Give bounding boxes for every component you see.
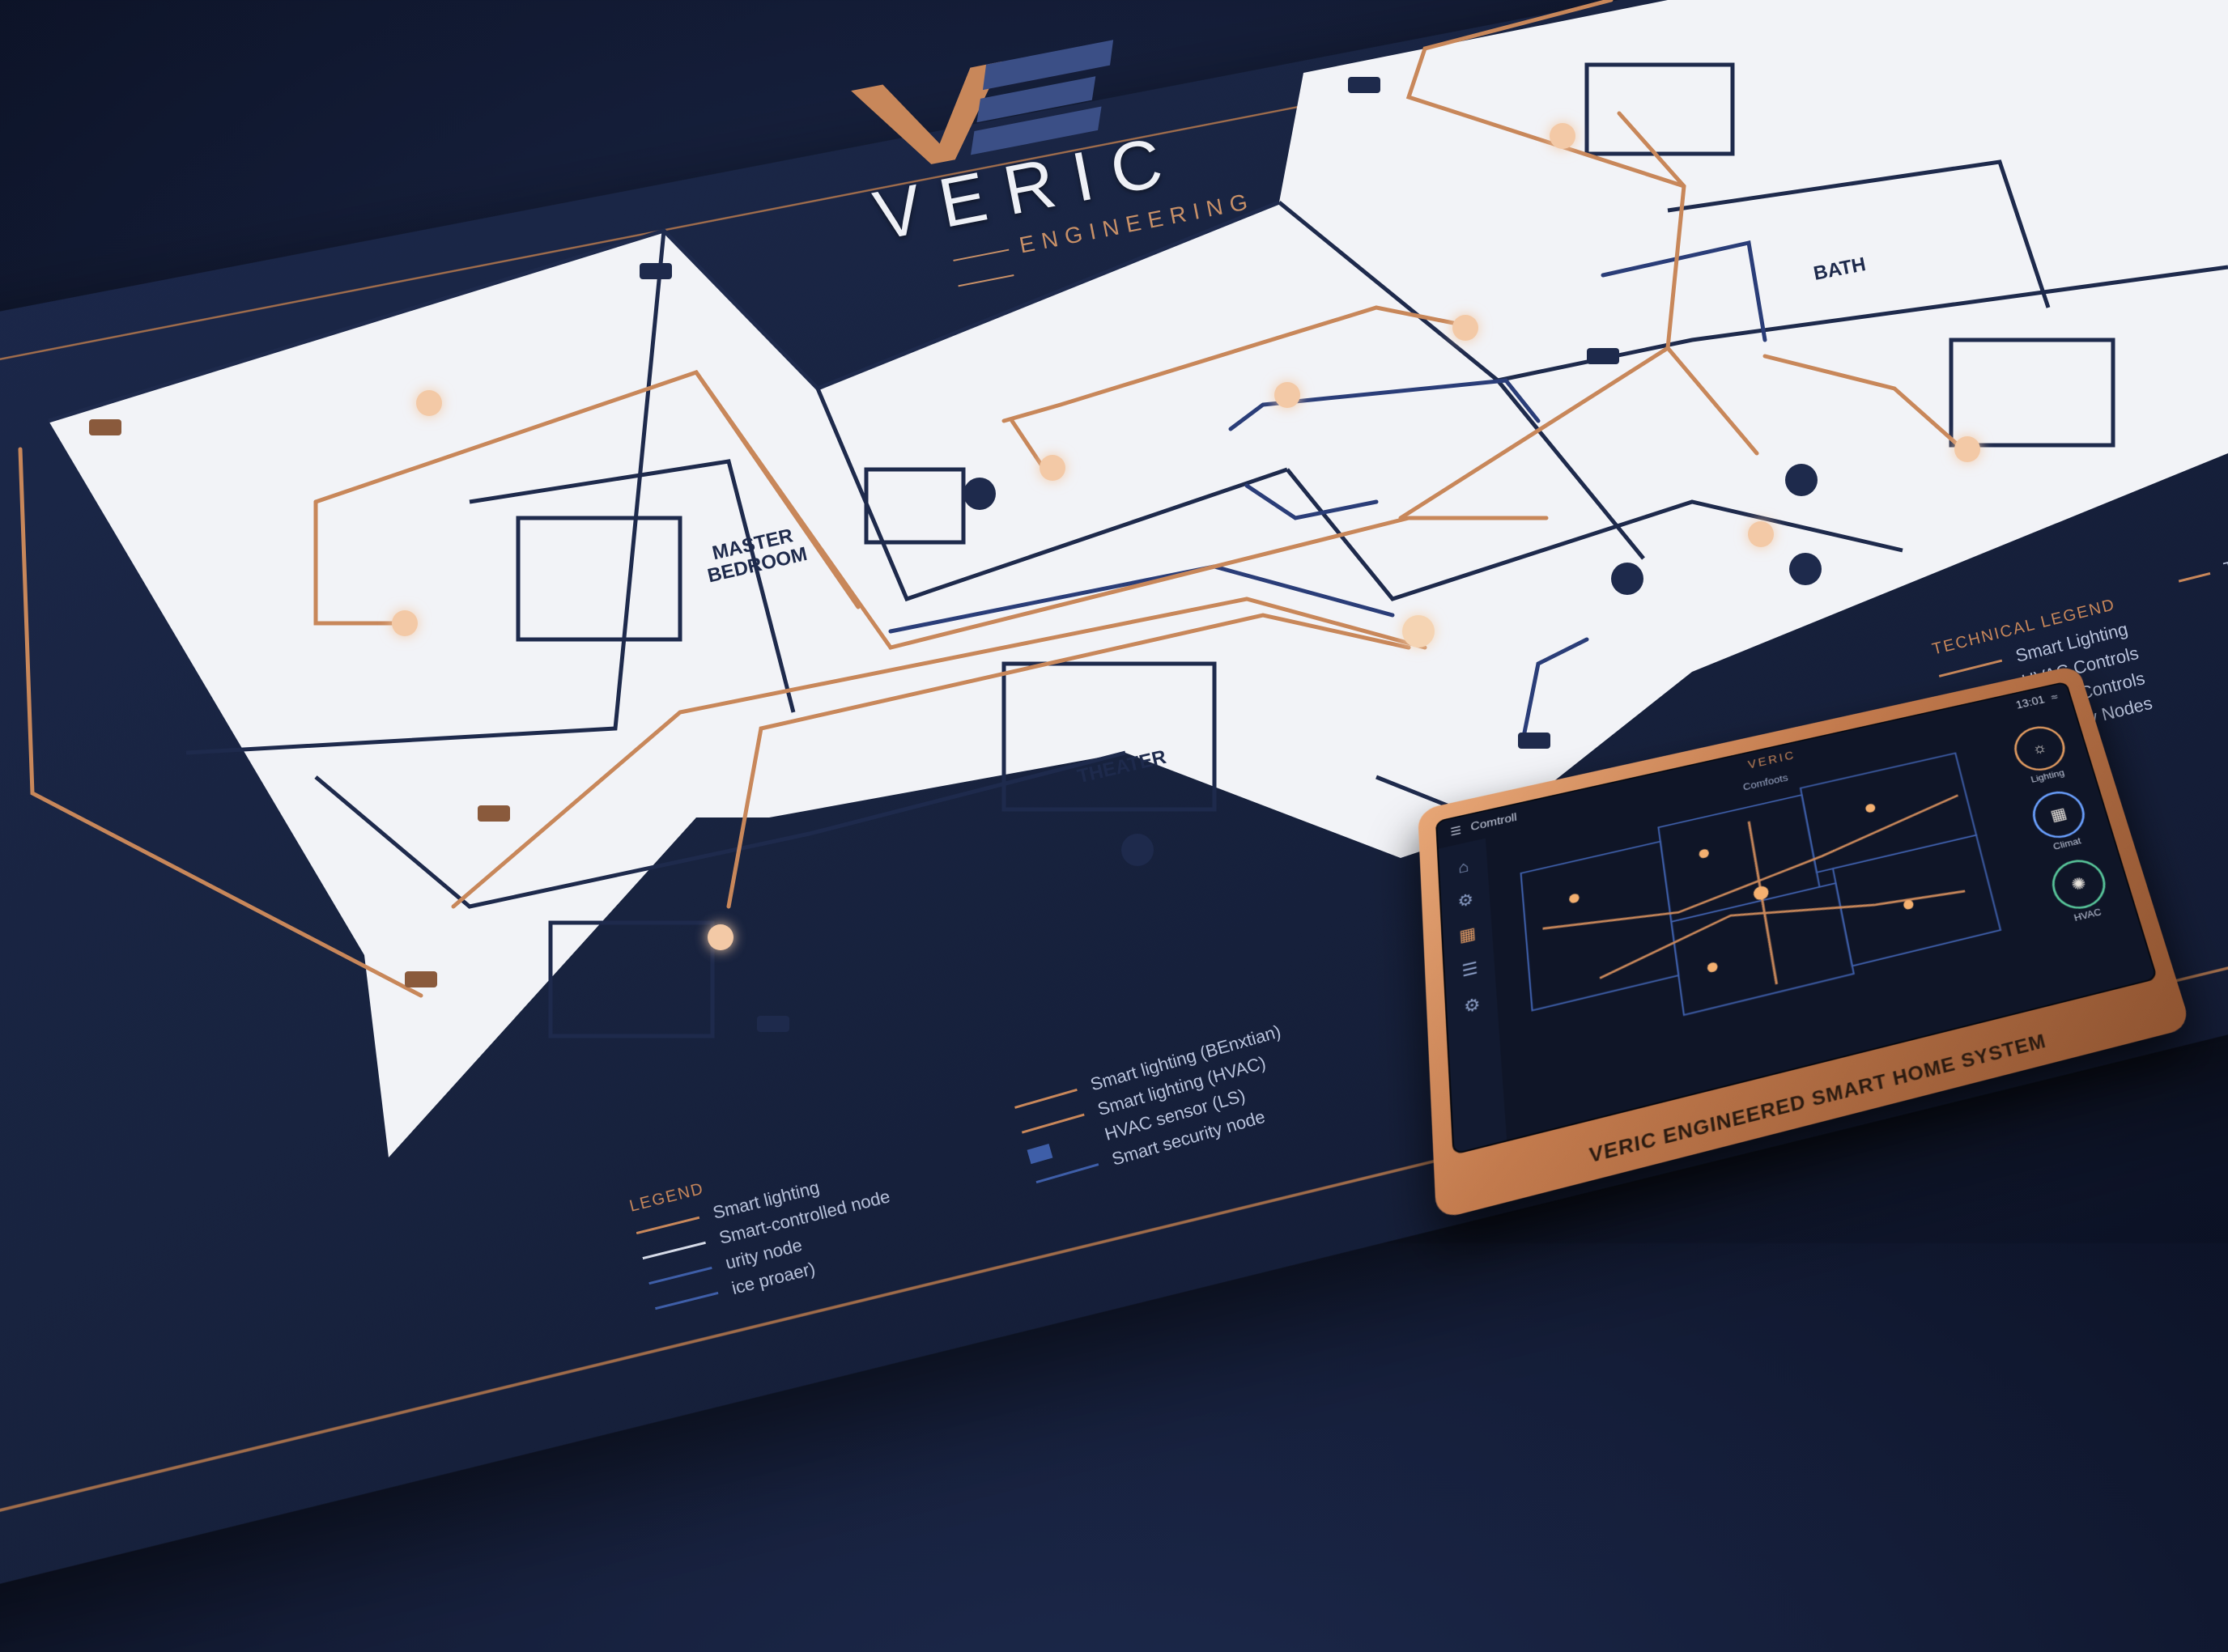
- security-nodes: [89, 77, 1619, 1032]
- camera-icon: [1027, 1144, 1053, 1165]
- hvac-node-icon: [1611, 563, 1643, 595]
- camera-icon: [89, 419, 121, 435]
- gear-icon[interactable]: ⚙: [1456, 890, 1474, 911]
- camera-icon: [405, 971, 437, 987]
- menu-icon[interactable]: ☰: [1449, 824, 1462, 839]
- veric-logo: VERIC ENGINEERING: [818, 9, 1274, 312]
- bulb-icon: [1748, 521, 1774, 547]
- bulb-icon: [392, 610, 418, 636]
- bulb-icon: [1040, 455, 1065, 481]
- hvac-node-icon: [1121, 834, 1154, 866]
- floor-plan: [18, 0, 2228, 1157]
- hvac-node-icon: [1789, 553, 1822, 585]
- folder-icon[interactable]: ▦: [1458, 923, 1477, 946]
- sliders-icon[interactable]: ☰: [1461, 958, 1479, 981]
- light-nodes: [392, 123, 1980, 950]
- plan-paper: [49, 0, 2228, 1157]
- settings-icon[interactable]: ⚙: [1463, 994, 1482, 1017]
- camera-icon: [1518, 733, 1550, 749]
- wifi-icon: ≈: [2050, 691, 2060, 703]
- lighting-lines: [18, 0, 1970, 998]
- hvac-node-icon: [963, 478, 996, 510]
- camera-icon: [1587, 348, 1619, 364]
- camera-icon: [640, 263, 672, 279]
- hvac-node-icon: [1785, 464, 1818, 496]
- camera-icon: [757, 1016, 789, 1032]
- bulb-icon: [708, 924, 733, 950]
- tablet-topbar-left: Comtroll: [1470, 811, 1518, 834]
- logo-mark-icon: [851, 40, 1114, 164]
- camera-icon: [1348, 77, 1380, 93]
- home-icon[interactable]: ⌂: [1457, 857, 1469, 877]
- bulb-icon: [1550, 123, 1575, 149]
- bulb-icon: [1402, 615, 1435, 648]
- control-tablet: ☰ Comtroll VERIC 13:01 ≈ Comfoots ⌂ ⚙ ▦ …: [1418, 665, 2192, 1221]
- tablet-screen[interactable]: ☰ Comtroll VERIC 13:01 ≈ Comfoots ⌂ ⚙ ▦ …: [1435, 681, 2158, 1156]
- camera-icon: [478, 805, 510, 822]
- bulb-icon: [1954, 436, 1980, 462]
- tablet-time: 13:01: [2014, 694, 2047, 711]
- bulb-icon: [1274, 382, 1300, 408]
- tablet-floor-map[interactable]: [1502, 741, 2033, 1081]
- hvac-nodes: [963, 464, 1822, 866]
- bulb-icon: [416, 390, 442, 416]
- bulb-icon: [1452, 315, 1478, 341]
